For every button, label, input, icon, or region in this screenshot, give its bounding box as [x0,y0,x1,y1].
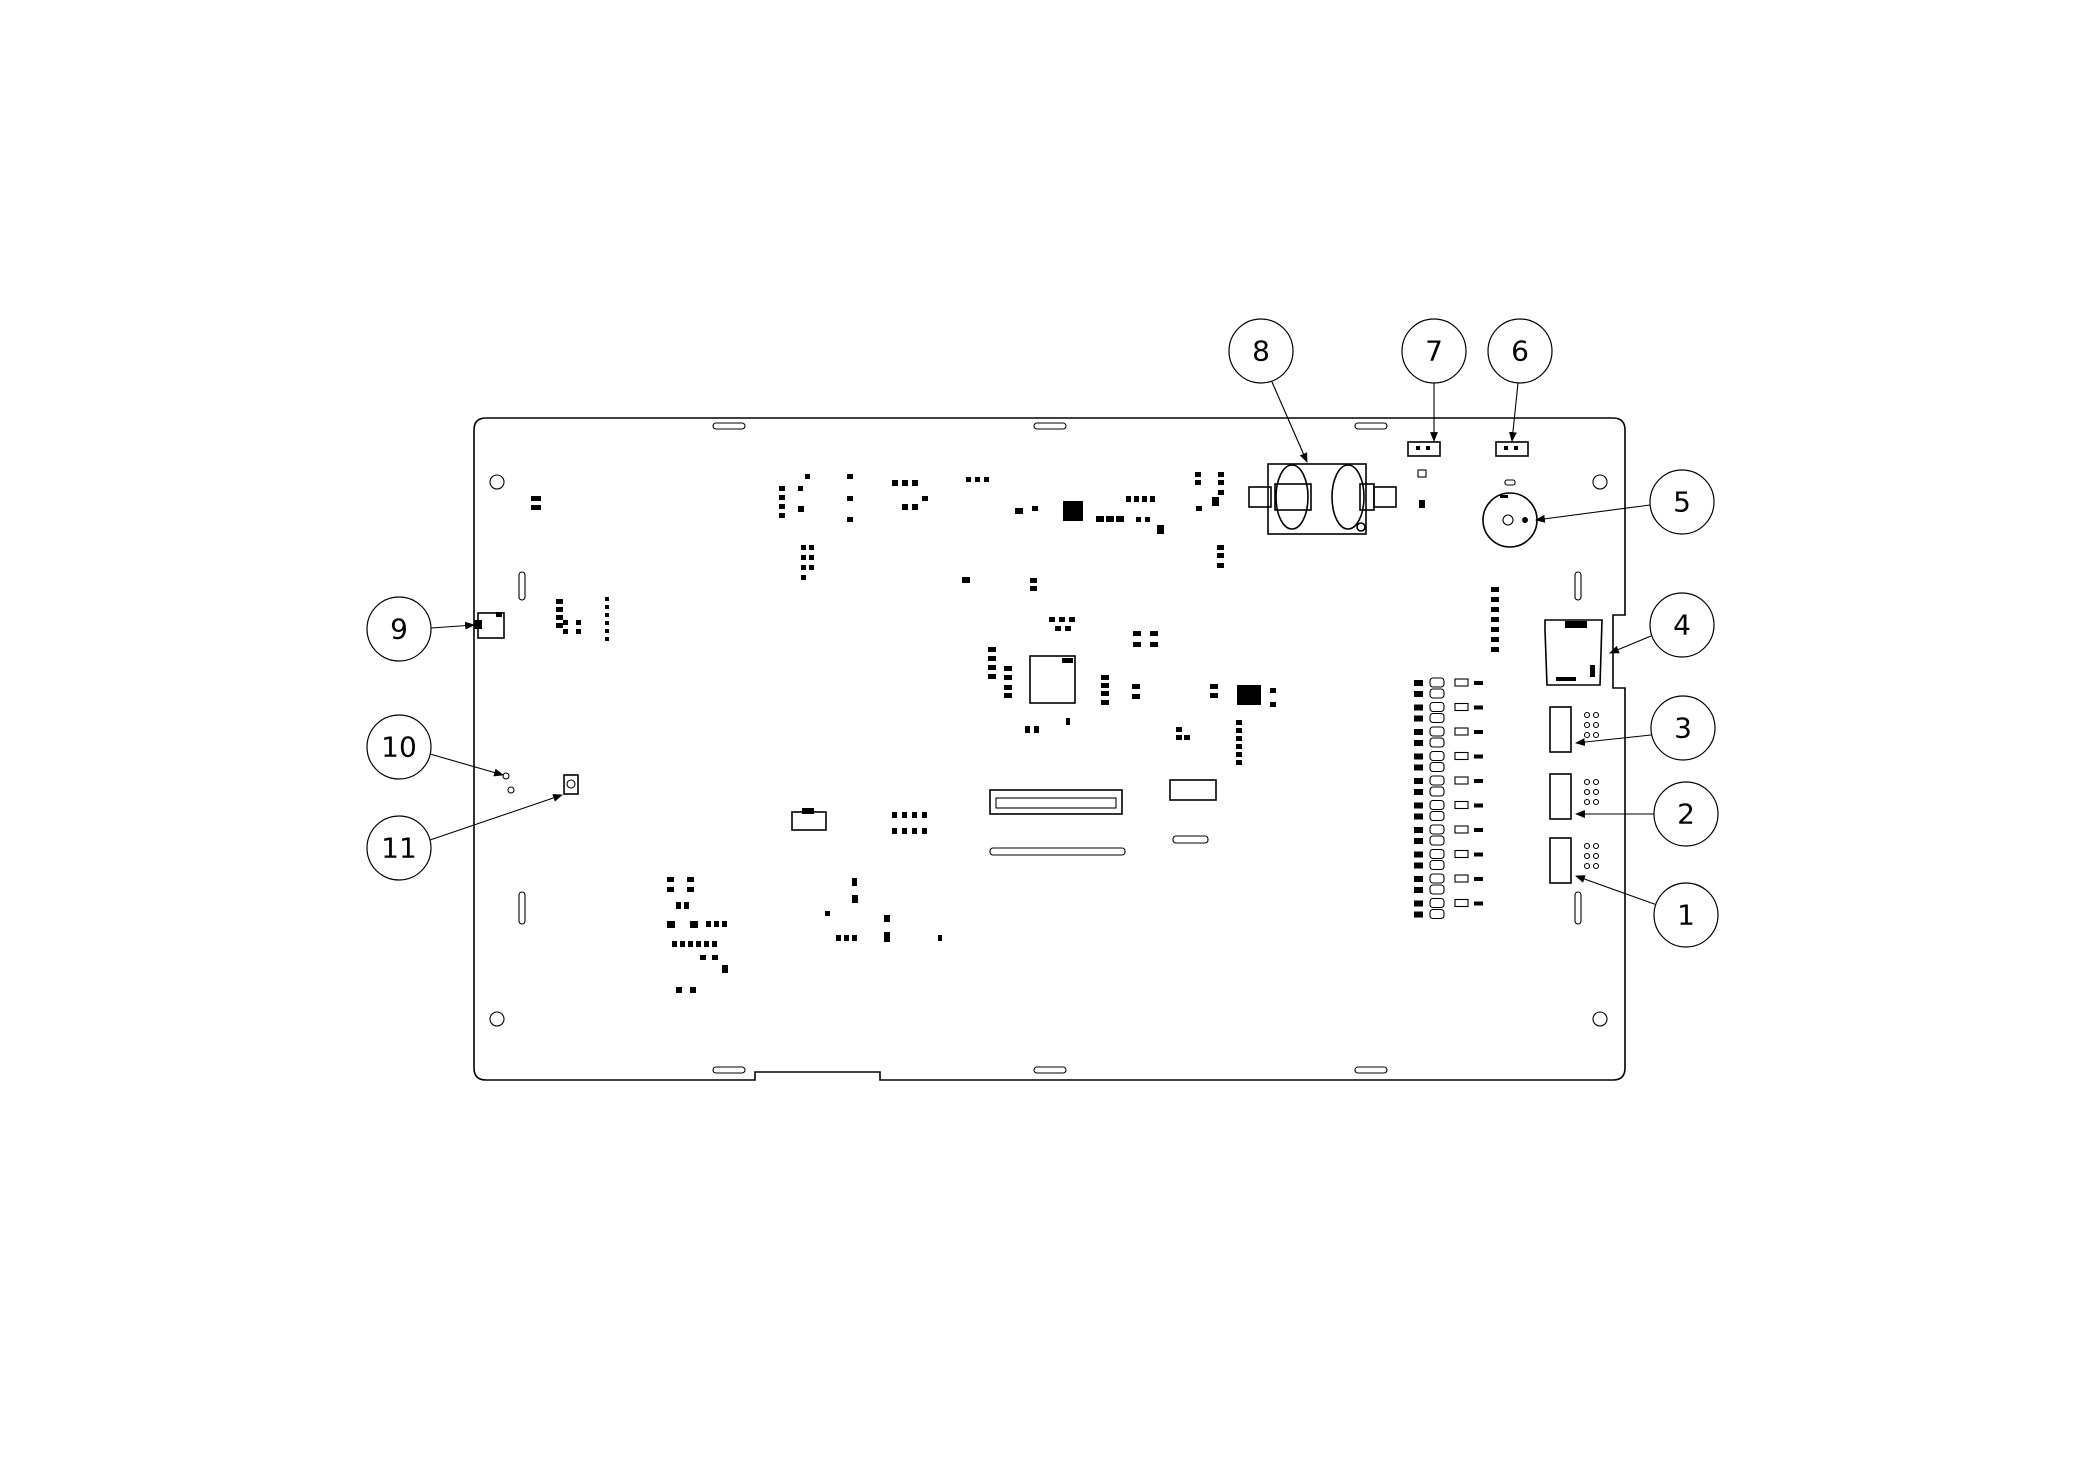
callout-circle [1653,882,1719,948]
leader-line [1271,381,1308,463]
sd-card-slot [1544,619,1603,686]
callout-circle [1487,318,1553,384]
callout-11: 11 [366,794,563,881]
callout-circle [1649,469,1715,535]
callout-4: 4 [1609,592,1715,658]
callout-5: 5 [1535,469,1715,535]
callout-circle [366,596,432,662]
connector-3 [1549,706,1572,753]
callout-2: 2 [1575,781,1719,847]
leader-line [1535,504,1651,523]
callout-number: 2 [1677,798,1695,831]
processor-chip [1029,655,1076,704]
connector-1 [1549,837,1572,884]
coin-cell-battery-holder [1248,463,1397,535]
callout-circle [1228,318,1294,384]
switch-component [791,808,827,831]
callouts: 1 2 3 4 5 6 7 8 9 10 11 [366,318,1719,948]
callout-number: 9 [390,613,408,646]
buzzer [1482,492,1538,548]
callout-number: 7 [1425,335,1443,368]
callout-number: 1 [1677,899,1695,932]
connector-6 [1495,441,1529,486]
leader-line [1609,635,1652,654]
callout-circle [366,815,432,881]
leader-line [429,794,563,841]
leader-line [429,753,504,777]
leader-line [1508,382,1519,442]
callout-circle [1401,318,1467,384]
callout-circle [366,714,432,780]
smd-components [531,472,1499,993]
callout-10: 10 [366,714,504,780]
leader-line [430,621,475,630]
callout-3: 3 [1575,695,1716,761]
board-outline [473,417,1626,1081]
callout-number: 6 [1511,335,1529,368]
callout-7: 7 [1401,318,1467,442]
usb-connector [474,612,505,639]
reset-button [563,774,579,795]
board-slots [518,422,1582,1074]
camera-fpc-connector [1169,779,1217,844]
callout-number: 10 [381,731,417,764]
display-fpc-connector [989,789,1126,856]
callout-number: 8 [1252,335,1270,368]
callout-circle [1653,781,1719,847]
callout-8: 8 [1228,318,1308,463]
callout-9: 9 [366,596,475,662]
mounting-holes [489,474,1608,1027]
callout-6: 6 [1487,318,1553,442]
callout-number: 11 [381,832,417,865]
connector-pin-holes [1583,711,1600,870]
connector-2 [1549,773,1572,820]
callout-number: 3 [1674,712,1692,745]
leader-line [1575,734,1652,746]
callout-circle [1649,592,1715,658]
leader-line [1575,875,1658,906]
callout-number: 4 [1673,609,1691,642]
led-hole [502,772,515,794]
callout-1: 1 [1575,875,1719,948]
connector-7 [1407,441,1441,508]
callout-number: 5 [1673,486,1691,519]
callout-circle [1650,695,1716,761]
